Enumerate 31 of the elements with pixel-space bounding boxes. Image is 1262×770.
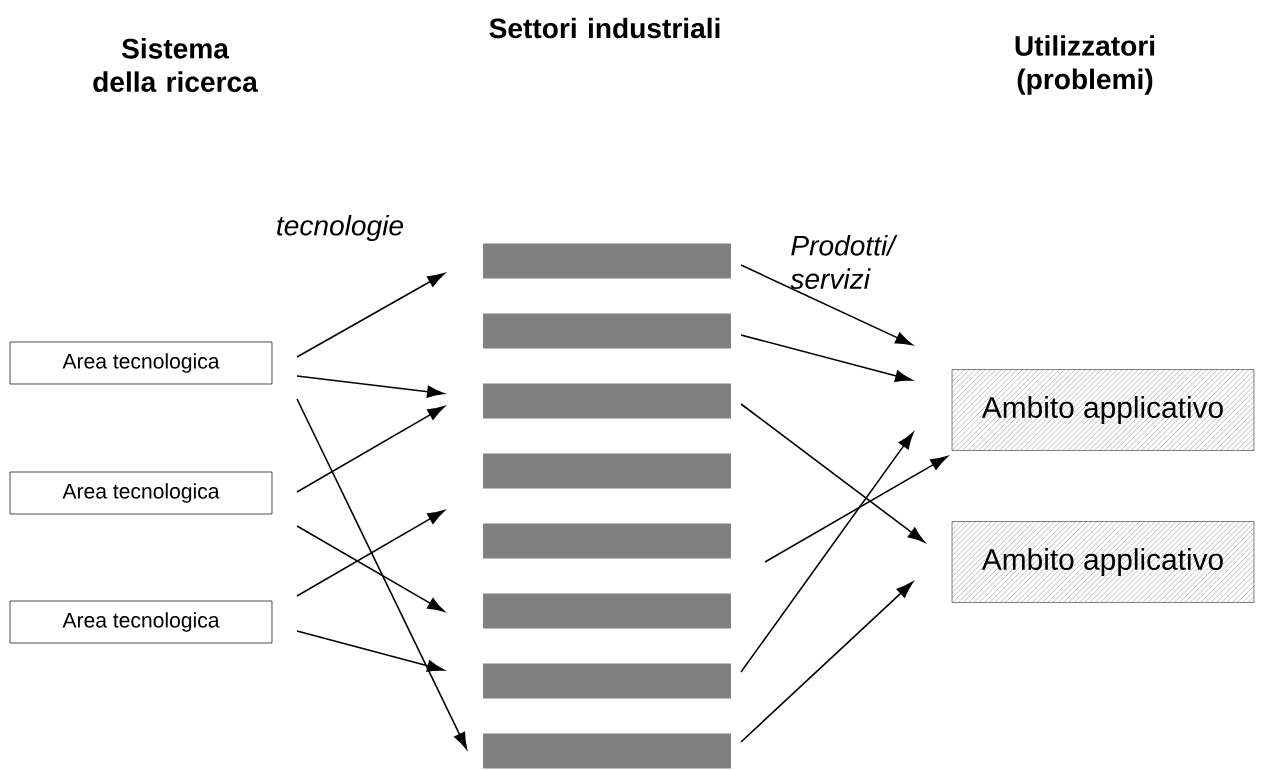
bar — [483, 453, 731, 489]
bar — [483, 663, 731, 699]
hatched-box: Ambito applicativo — [951, 369, 1255, 451]
hatched-box: Ambito applicativo — [951, 521, 1255, 603]
arrow — [740, 581, 914, 743]
arrow — [740, 264, 913, 346]
arrow — [296, 406, 445, 493]
process-box: Area tecnologica — [9, 341, 273, 385]
flow-label: Prodotti/ servizi — [790, 235, 898, 289]
bar — [483, 383, 731, 419]
arrow — [296, 398, 468, 750]
arrow — [296, 273, 445, 358]
bar — [483, 523, 731, 559]
arrow — [296, 375, 445, 398]
bar — [483, 313, 731, 349]
bar — [483, 733, 731, 769]
process-box: Area tecnologica — [9, 600, 273, 644]
arrow — [740, 334, 913, 382]
process-box: Area tecnologica — [9, 471, 273, 515]
arrow — [296, 525, 445, 612]
column-heading: Settori industriali — [489, 17, 720, 39]
arrow — [296, 630, 445, 672]
arrow — [740, 403, 925, 543]
arrow — [296, 510, 445, 597]
bar — [483, 593, 731, 629]
arrow — [764, 456, 948, 563]
bar — [483, 243, 731, 279]
arrow — [740, 432, 914, 673]
column-heading: Sistema della ricerca — [93, 38, 258, 92]
column-heading: Utilizzatori (problemi) — [1015, 35, 1155, 95]
flow-label: tecnologie — [277, 214, 403, 242]
